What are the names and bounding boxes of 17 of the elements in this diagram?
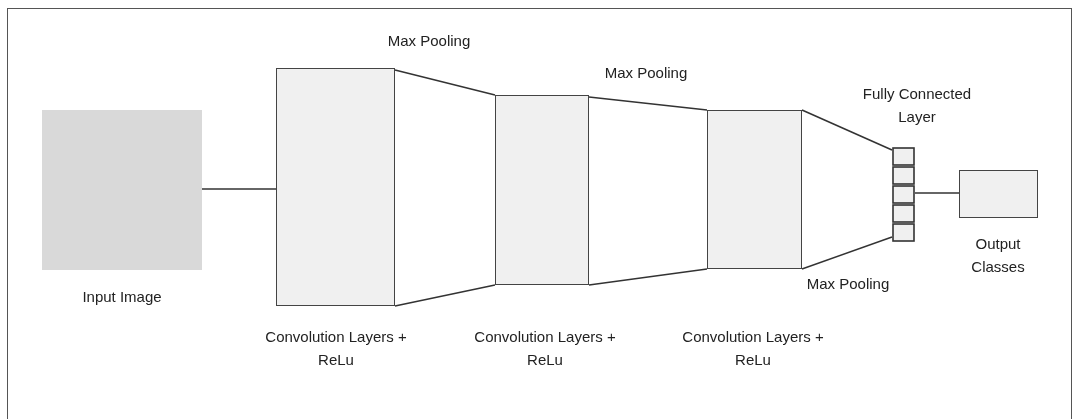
operation-label: Max Pooling	[603, 63, 689, 83]
operation-label: Max Pooling	[805, 274, 891, 294]
connector-line	[914, 192, 960, 194]
connector-line	[801, 236, 893, 270]
node-label: Output Classes	[970, 234, 1026, 277]
connector-line	[801, 109, 893, 151]
connector-line	[588, 268, 708, 286]
connector-line	[201, 188, 277, 190]
operation-label: Max Pooling	[386, 31, 472, 51]
layer-label: Fully Connected Layer	[861, 84, 973, 127]
connector-line	[394, 284, 496, 307]
connector-line	[394, 69, 496, 96]
connector-line	[588, 96, 708, 111]
layer-label: Convolution Layers + ReLu	[473, 327, 617, 370]
node-label: Input Image	[81, 287, 163, 307]
layer-label: Convolution Layers + ReLu	[264, 327, 408, 370]
layer-label: Convolution Layers + ReLu	[681, 327, 825, 370]
